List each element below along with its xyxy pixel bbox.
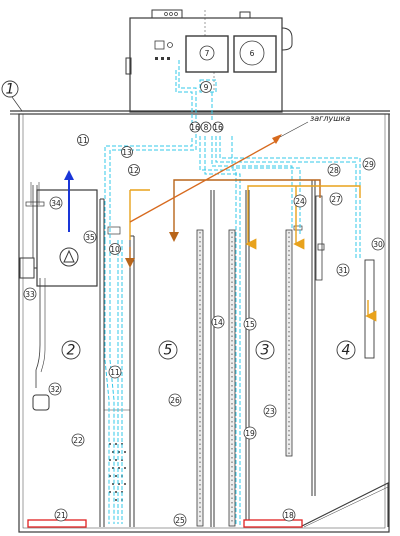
right-chamber-equipment — [293, 195, 375, 359]
callout-circle-9 — [200, 81, 212, 93]
pump-unit — [19, 170, 98, 287]
callout-label-27: 27 — [331, 195, 341, 204]
zone-circle-2 — [61, 340, 81, 360]
float-32 — [32, 394, 50, 411]
zone-label-5: 5 — [164, 343, 173, 359]
zone-circle-4 — [336, 340, 356, 360]
callout-circle-8 — [200, 121, 212, 133]
callout-circle-34 — [49, 196, 63, 210]
callout-label-11: 11 — [78, 136, 88, 145]
callout-label-28: 28 — [329, 166, 339, 175]
callout-label-10: 10 — [110, 245, 120, 254]
callout-circle-21 — [54, 508, 68, 522]
callout-circle-16 — [212, 121, 224, 133]
callout-label-8: 8 — [204, 123, 209, 132]
callout-label-29: 29 — [364, 160, 374, 169]
zone-circle-1 — [1, 80, 19, 98]
callout-circle-30 — [371, 237, 385, 251]
callout-circle-31 — [336, 263, 350, 277]
callout-circle-27 — [329, 192, 343, 206]
bioload-plates — [196, 229, 293, 527]
callout-label-24: 24 — [295, 197, 305, 206]
callout-circle-14 — [211, 315, 225, 329]
callout-circle-22 — [71, 433, 85, 447]
callout-label-9: 9 — [204, 83, 209, 92]
compressor-6-box — [233, 35, 277, 73]
callout-circle-26 — [168, 393, 182, 407]
callout-circle-35 — [83, 230, 97, 244]
callout-circle-29 — [362, 157, 376, 171]
pump-symbol — [59, 247, 79, 267]
zone-label-3: 3 — [261, 343, 270, 359]
callout-label-34: 34 — [51, 199, 61, 208]
plug-note: заглушка — [310, 114, 350, 123]
tank-body — [10, 96, 390, 533]
cabinet-handle — [281, 27, 293, 51]
callout-circle-19 — [243, 426, 257, 440]
callout-circle-23 — [263, 404, 277, 418]
callout-circle-13 — [121, 146, 133, 158]
zone-circle-5 — [158, 340, 178, 360]
tank-wall — [18, 113, 390, 533]
compressor-7-box — [185, 35, 229, 73]
callout-label-7: 7 — [205, 49, 210, 58]
callout-circle-18 — [282, 508, 296, 522]
partitions — [99, 180, 316, 527]
callout-circle-25 — [173, 513, 187, 527]
callout-label-30: 30 — [373, 240, 383, 249]
zone-label-1: 1 — [6, 82, 15, 98]
callout-circle-11 — [77, 134, 89, 146]
callout-circle-32 — [48, 382, 62, 396]
airlift-column — [104, 226, 130, 501]
callout-label-14: 14 — [213, 318, 223, 327]
callout-circle-28 — [327, 163, 341, 177]
heater-18 — [243, 519, 303, 528]
recirculation-arrowheads — [125, 232, 179, 268]
sediment-return-line: заглушка — [129, 114, 350, 223]
callout-circle-33 — [23, 287, 37, 301]
callout-label-12: 12 — [129, 166, 139, 175]
callout-label-16: 16 — [213, 123, 223, 132]
callout-label-19: 19 — [245, 429, 255, 438]
callout-label-25: 25 — [175, 516, 185, 525]
uv-lamp-30 — [364, 259, 375, 359]
callout-circle-11 — [108, 365, 122, 379]
callout-label-22: 22 — [73, 436, 83, 445]
zone-circle-3 — [255, 340, 275, 360]
zone-label-4: 4 — [342, 343, 351, 359]
recirculation-lines — [129, 179, 377, 322]
cabinet-body — [129, 17, 283, 113]
control-cabinet — [125, 9, 293, 113]
callout-label-35: 35 — [85, 233, 95, 242]
float-switches — [25, 182, 50, 411]
heater-21 — [27, 519, 87, 528]
callout-label-13: 13 — [122, 148, 132, 157]
callout-circle-16 — [189, 121, 201, 133]
callout-label-31: 31 — [338, 266, 348, 275]
callout-circle-7 — [199, 45, 215, 61]
callout-circle-24 — [293, 194, 307, 208]
callout-label-26: 26 — [170, 396, 180, 405]
callout-label-33: 33 — [25, 290, 35, 299]
callout-label-23: 23 — [265, 407, 275, 416]
callout-label-32: 32 — [50, 385, 60, 394]
callout-circle-6 — [239, 40, 265, 66]
callout-circle-10 — [109, 243, 121, 255]
callout-label-21: 21 — [56, 511, 66, 520]
zone-label-2: 2 — [67, 343, 76, 359]
callout-circle-12 — [128, 164, 140, 176]
callout-label-6: 6 — [250, 49, 255, 58]
callout-label-15: 15 — [245, 320, 255, 329]
callout-label-11: 11 — [110, 368, 120, 377]
callout-label-16: 16 — [190, 123, 200, 132]
callout-label-18: 18 — [284, 511, 294, 520]
callout-circle-15 — [243, 317, 257, 331]
